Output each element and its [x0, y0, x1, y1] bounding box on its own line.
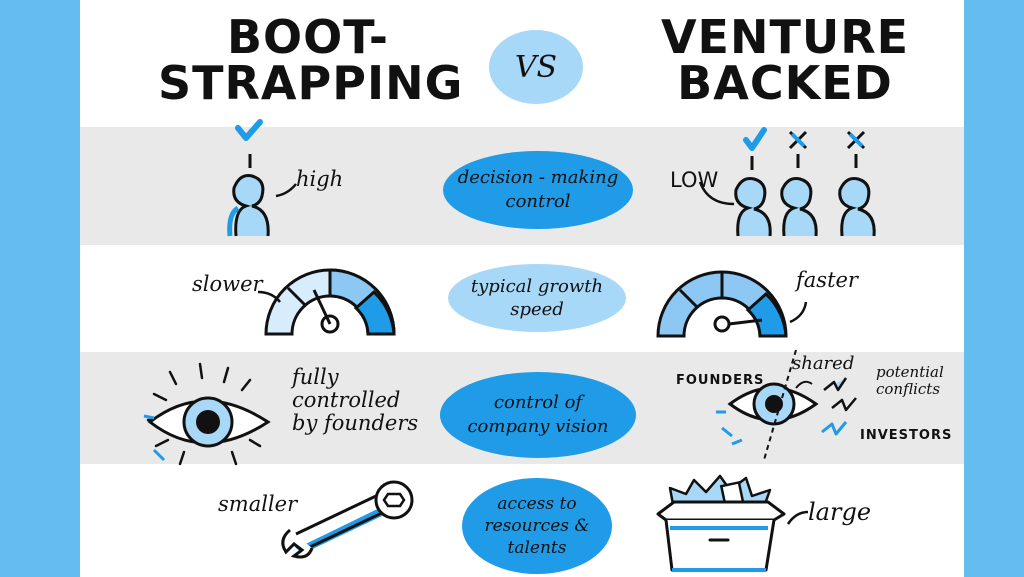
infographic-canvas: BOOT- STRAPPING VS VENTURE BACKED high d… [80, 0, 964, 577]
connector-line [275, 183, 297, 198]
investor-group-icon [734, 127, 876, 237]
right-label-large: large [808, 498, 872, 526]
vs-badge: VS [489, 30, 583, 104]
left-label-smaller: smaller [218, 492, 298, 516]
topic-line: company vision [467, 416, 609, 437]
wrench-icon [281, 480, 414, 559]
person-icon [227, 119, 270, 237]
cross-icon [846, 130, 866, 150]
lightning-icon [831, 397, 857, 412]
topic-line: access to [497, 494, 577, 514]
topic-access-to-resources: access to resources & talents [462, 478, 612, 574]
connector-line [786, 510, 809, 525]
label-shared: shared [792, 353, 855, 374]
left-label-slower: slower [192, 272, 263, 296]
label-line: conflicts [876, 380, 941, 398]
topic-decision-making-control: decision - making control [443, 151, 633, 229]
vs-text: VS [514, 49, 558, 85]
title-line: STRAPPING [158, 56, 464, 110]
label-line: by founders [292, 411, 419, 435]
topic-line: control [505, 191, 571, 212]
gauge-icon [257, 268, 396, 336]
label-line: fully [292, 365, 339, 389]
topic-line: decision - making [457, 167, 619, 188]
label-investors: INVESTORS [860, 428, 953, 443]
topic-line: typical growth [470, 276, 604, 297]
topic-control-of-company-vision: control of company vision [440, 372, 636, 458]
shared-eye-icon [716, 349, 857, 461]
left-label-high: high [296, 167, 344, 191]
left-label-fully-controlled: fully controlled by founders [292, 366, 418, 435]
title-line: BOOT- [227, 10, 389, 64]
eye-icon [143, 362, 271, 466]
lightning-icon [821, 421, 848, 436]
topic-line: control of [493, 392, 583, 413]
gauge-icon [656, 270, 808, 338]
lightning-icon [823, 377, 848, 392]
topic-line: speed [510, 299, 564, 320]
title-line: VENTURE [660, 10, 910, 64]
venture-backed-title: VENTURE BACKED [635, 14, 935, 106]
connector-line [698, 181, 735, 206]
title-line: BACKED [677, 56, 893, 110]
cross-icon [788, 130, 808, 150]
topic-typical-growth-speed: typical growth speed [448, 264, 626, 332]
label-line: potential [876, 363, 944, 381]
right-label-faster: faster [796, 268, 858, 292]
label-line: controlled [292, 388, 401, 412]
topic-line: resources & [484, 516, 590, 536]
label-founders: FOUNDERS [676, 373, 765, 388]
right-label-low: LOW [670, 168, 719, 192]
bootstrapping-title: BOOT- STRAPPING [158, 10, 464, 110]
topic-line: talents [507, 538, 567, 558]
box-of-tools-icon [656, 474, 786, 572]
label-potential-conflicts: potential conflicts [876, 364, 944, 398]
